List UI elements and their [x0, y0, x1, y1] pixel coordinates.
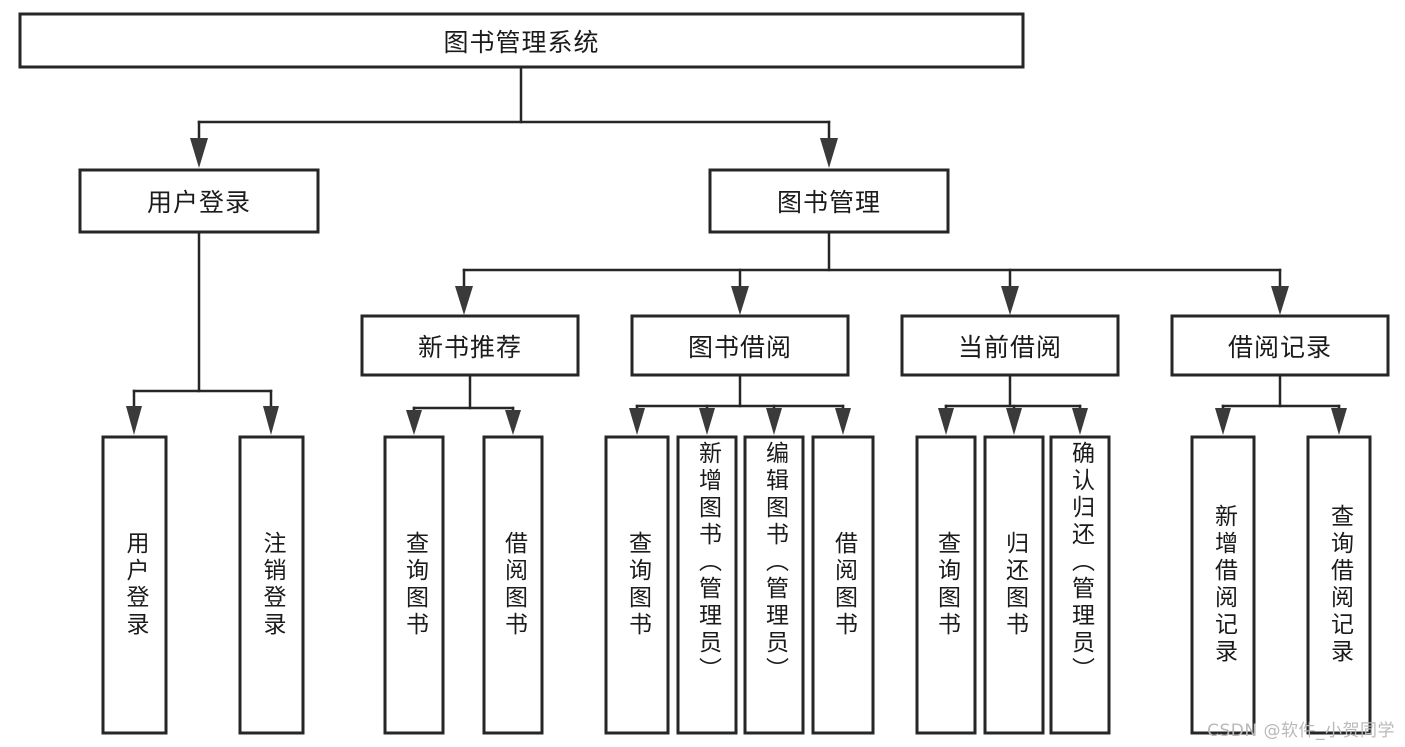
- node-root-box[interactable]: [18, 12, 1025, 69]
- node-leaf-logout-box[interactable]: [238, 435, 305, 735]
- arrowhead-leaf-query-record: [1331, 408, 1347, 435]
- node-leaf-query-book-3-box[interactable]: [915, 435, 977, 735]
- arrowhead-leaf-query-book-1: [406, 410, 422, 435]
- node-level3-current-borrow-box[interactable]: [900, 314, 1120, 377]
- node-level2-book-management-box[interactable]: [708, 168, 950, 234]
- node-level3-new-book-recommend-box[interactable]: [360, 314, 580, 377]
- node-leaf-borrow-book-1-box[interactable]: [482, 435, 544, 735]
- arrowhead-current-borrow: [1001, 286, 1019, 315]
- node-level3-book-borrow-box[interactable]: [630, 314, 850, 377]
- node-leaf-add-record-box[interactable]: [1190, 435, 1256, 735]
- node-leaf-return-book-box[interactable]: [983, 435, 1045, 735]
- node-leaf-query-book-2-box[interactable]: [604, 435, 670, 735]
- arrowhead-leaf-add-record: [1215, 408, 1231, 435]
- node-leaf-confirm-return-box[interactable]: [1049, 435, 1111, 735]
- node-leaf-query-book-1-box[interactable]: [383, 435, 445, 735]
- arrowhead-leaf-add-book: [699, 408, 715, 435]
- arrowhead-borrow-record: [1271, 286, 1289, 315]
- arrowhead-leaf-logout: [263, 406, 279, 435]
- arrowhead-leaf-confirm-return: [1072, 408, 1088, 435]
- csdn-watermark: CSDN @软件_小贺同学: [1207, 721, 1395, 741]
- node-leaf-add-book-box[interactable]: [676, 435, 738, 735]
- arrowhead-book-mgmt: [820, 138, 838, 168]
- node-level2-user-login-box[interactable]: [78, 168, 320, 234]
- arrowhead-leaf-query-book-2: [629, 408, 645, 435]
- arrowhead-book-borrow: [731, 286, 749, 315]
- node-level3-borrow-record-box[interactable]: [1170, 314, 1390, 377]
- arrowhead-leaf-borrow-book-1: [505, 410, 521, 435]
- arrowhead-leaf-borrow-book-2: [835, 408, 851, 435]
- node-leaf-query-record-box[interactable]: [1306, 435, 1372, 735]
- arrowhead-leaf-edit-book: [766, 408, 782, 435]
- node-leaf-borrow-book-2-box[interactable]: [811, 435, 875, 735]
- arrowhead-leaf-query-book-3: [938, 408, 954, 435]
- node-leaf-edit-book-box[interactable]: [743, 435, 805, 735]
- arrowhead-new-book-recommend: [455, 286, 473, 315]
- arrowhead-leaf-user-login: [126, 406, 142, 435]
- node-leaf-user-login-box[interactable]: [101, 435, 168, 735]
- arrowhead-user-login: [190, 138, 208, 168]
- arrowhead-leaf-return-book: [1006, 408, 1022, 435]
